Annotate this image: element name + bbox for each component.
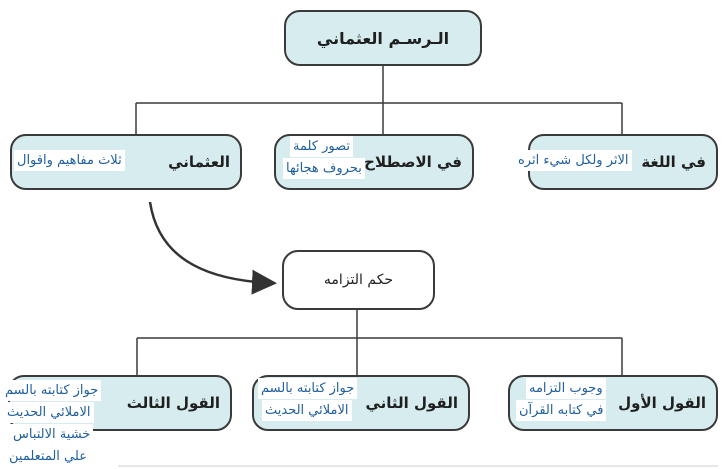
node-hukm-label: حكم التزامه [323, 272, 394, 288]
node-qawl-1-label: القول الأول [618, 394, 706, 412]
note-qawl-3-c: خشية الالتباس [10, 424, 94, 445]
note-qawl-3-a: جواز كتابته بالسم [2, 380, 102, 401]
root-node: الـرسـم العثماني [284, 10, 482, 66]
note-uthmani: ثلاث مفاهيم واقوال [14, 150, 125, 171]
node-qawl-2-label: القول الثاني [365, 394, 458, 412]
note-lugha: الاثر ولكل شيء اثره [515, 150, 632, 171]
note-qawl-1-a: وجوب التزامه [526, 378, 606, 399]
note-qawl-2-b: الاملائي الحديث [262, 400, 352, 421]
note-qawl-3-b: الاملائي الحديث [4, 402, 94, 423]
curved-arrow [148, 201, 277, 295]
node-lugha-label: في اللغة [641, 153, 706, 171]
node-uthmani-label: العثماني [168, 153, 230, 171]
node-istilah-label: في الاصطلاح [364, 153, 462, 171]
note-qawl-2-a: جواز كتابته بالسم [258, 378, 358, 399]
node-qawl-3-label: القول الثالث [126, 394, 220, 412]
note-qawl-3-d: علي المتعلمين [6, 446, 90, 467]
note-qawl-1-b: في كتابه القرآن [516, 400, 607, 421]
root-label: الـرسـم العثماني [316, 28, 450, 48]
note-istilah-2: بحروف هجائها [283, 158, 365, 179]
note-istilah-1: تصور كلمة [290, 136, 353, 157]
node-hukm: حكم التزامه [282, 250, 435, 310]
